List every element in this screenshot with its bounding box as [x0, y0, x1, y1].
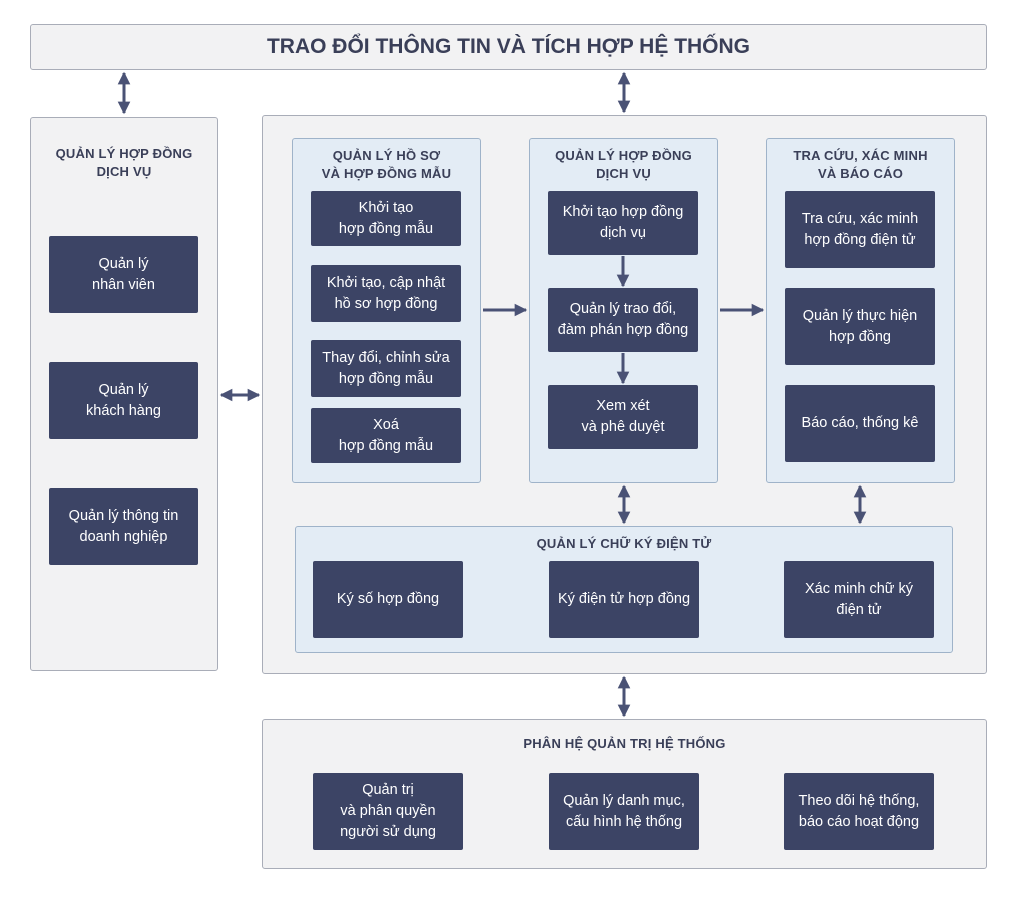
verify-signature-box: Xác minh chữ ký điện tử: [784, 561, 934, 638]
e-signature-heading: QUẢN LÝ CHỮ KÝ ĐIỆN TỬ: [536, 536, 712, 551]
lookup-verify-box: Tra cứu, xác minh hợp đồng điện tử: [785, 191, 935, 268]
report-statistics-box: Báo cáo, thống kê: [785, 385, 935, 462]
top-banner-title: TRAO ĐỔI THÔNG TIN VÀ TÍCH HỢP HỆ THỐNG: [266, 35, 751, 58]
user-permission-box: Quản trị và phân quyền người sử dụng: [313, 773, 463, 850]
admin-panel-heading: PHÂN HỆ QUẢN TRỊ HỆ THỐNG: [523, 736, 726, 751]
contract-execution-box: Quản lý thực hiện hợp đồng: [785, 288, 935, 365]
digital-sign-box: Ký số hợp đồng: [313, 561, 463, 638]
catalog-config-box: Quản lý danh mục, cấu hình hệ thống: [549, 773, 699, 850]
lookup-report-heading: TRA CỨU, XÁC MINH VÀ BÁO CÁO: [793, 148, 928, 181]
update-profile-box: Khởi tạo, cập nhật hồ sơ hợp đồng: [311, 265, 461, 322]
electronic-sign-box: Ký điện tử hợp đồng: [549, 561, 699, 638]
review-approve-box: Xem xét và phê duyệt: [548, 385, 698, 449]
system-monitor-box: Theo dõi hệ thống, báo cáo hoạt động: [784, 773, 934, 850]
delete-template-box: Xoá hợp đồng mẫu: [311, 408, 461, 463]
customer-management-box: Quản lý khách hàng: [49, 362, 198, 439]
contract-service-heading: QUẢN LÝ HỢP ĐỒNG DỊCH VỤ: [555, 148, 692, 181]
edit-template-box: Thay đổi, chỉnh sửa hợp đồng mẫu: [311, 340, 461, 397]
business-info-management-box: Quản lý thông tin doanh nghiệp: [49, 488, 198, 565]
left-panel-heading: QUẢN LÝ HỢP ĐỒNG DỊCH VỤ: [55, 146, 193, 179]
create-template-box: Khởi tạo hợp đồng mẫu: [311, 191, 461, 246]
employee-management-box: Quản lý nhân viên: [49, 236, 198, 313]
profile-template-heading: QUẢN LÝ HỒ SƠ VÀ HỢP ĐỒNG MẪU: [321, 148, 452, 181]
negotiation-box: Quản lý trao đổi, đàm phán hợp đồng: [548, 288, 698, 352]
create-contract-box: Khởi tạo hợp đồng dịch vụ: [548, 191, 698, 255]
top-banner: TRAO ĐỔI THÔNG TIN VÀ TÍCH HỢP HỆ THỐNG: [30, 24, 987, 70]
